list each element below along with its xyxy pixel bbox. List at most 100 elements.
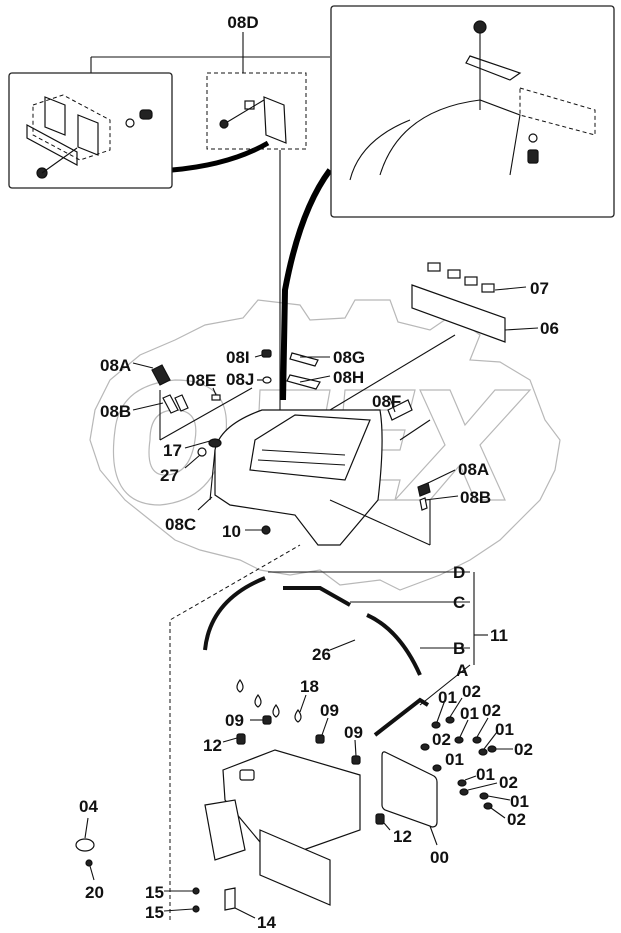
- callout-02: 02: [514, 740, 533, 759]
- leader-line: [163, 908, 194, 912]
- leader-line: [222, 737, 238, 743]
- callout-06: 06: [540, 319, 559, 338]
- switch-panel: 07 06: [329, 262, 559, 411]
- fastener-01: [432, 764, 442, 772]
- part-08B: [419, 497, 428, 511]
- callout-01: 01: [476, 765, 495, 784]
- callout-08A: 08A: [458, 460, 489, 479]
- part-08B: [174, 394, 189, 412]
- switch-cap: [427, 262, 441, 272]
- callout-18: 18: [300, 677, 319, 696]
- bolt-12: [236, 733, 246, 745]
- leader-line: [41, 147, 78, 174]
- tag-icon: [263, 96, 287, 144]
- callout-08H: 08H: [333, 368, 364, 387]
- callout-11: 11: [490, 626, 508, 645]
- clip-18: [254, 693, 262, 708]
- callout-02: 02: [462, 682, 481, 701]
- switch-cap: [464, 276, 478, 286]
- detail-pointer-arc: [171, 140, 270, 173]
- callout-01: 01: [445, 750, 464, 769]
- leader-line: [467, 782, 498, 791]
- callout-12: 12: [203, 736, 222, 755]
- leader-line: [223, 99, 265, 125]
- console-small-parts: [151, 349, 431, 535]
- callout-17: 17: [163, 441, 182, 460]
- side-cover-assembly: 01 02 01 02 02 01 02 01 01 02 01 02 00: [381, 682, 533, 867]
- detail-pointer-arc: [280, 168, 333, 401]
- bolt-icon: [527, 149, 539, 164]
- callout-08G: 08G: [333, 348, 365, 367]
- callout-08F: 08F: [372, 392, 401, 411]
- fastener-02: [420, 743, 430, 751]
- callout-10: 10: [222, 522, 241, 541]
- detail-left: [8, 72, 173, 189]
- fastener-01: [478, 748, 488, 756]
- loose-parts: 04 20 15 15 14: [75, 797, 276, 932]
- side-cover-00: [381, 751, 438, 828]
- fastener-group: [420, 716, 497, 810]
- detail-frame: [206, 72, 307, 150]
- leader-line: [436, 699, 446, 723]
- leader-line: [476, 717, 489, 738]
- frame-bracket: [204, 799, 246, 861]
- callout-01: 01: [510, 792, 529, 811]
- console-edge: [209, 449, 216, 501]
- console-body: [209, 409, 383, 546]
- part-08A: [417, 482, 431, 497]
- leader-line: [299, 694, 307, 713]
- leader-line: [197, 496, 213, 511]
- fastener-01: [454, 736, 464, 744]
- callout-02: 02: [432, 730, 451, 749]
- callout-08A: 08A: [100, 356, 131, 375]
- leader-line: [132, 402, 164, 411]
- frame-hatch: [239, 769, 255, 781]
- leader-line: [321, 717, 329, 736]
- fastener-01: [431, 721, 441, 729]
- part-08E: [211, 394, 221, 401]
- callout-08B: 08B: [100, 402, 131, 421]
- callout-00: 00: [430, 848, 449, 867]
- bolt-09: [315, 734, 325, 744]
- callout-01: 01: [495, 720, 514, 739]
- callout-02: 02: [482, 701, 501, 720]
- callout-02: 02: [507, 810, 526, 829]
- callout-08J: 08J: [226, 370, 254, 389]
- fastener-02: [459, 788, 469, 796]
- switch-cap: [481, 283, 495, 293]
- fastener-02: [483, 802, 493, 810]
- trim-A: [373, 697, 430, 737]
- watermark-gear: [89, 299, 561, 591]
- part-17: [208, 438, 222, 448]
- bolt-12: [375, 813, 385, 825]
- tray-rib: [261, 449, 346, 456]
- bracket-outline: [32, 94, 111, 161]
- fastener-02: [487, 745, 497, 753]
- leader-line: [429, 825, 438, 846]
- leader-line: [184, 440, 211, 449]
- part-08F: [387, 399, 413, 421]
- frame-bracket: [259, 829, 331, 906]
- clip-icon: [244, 100, 255, 110]
- switch-panel-body: [411, 284, 506, 343]
- tray-rib: [257, 459, 346, 466]
- leader-line: [89, 865, 95, 881]
- leader-line: [389, 397, 396, 413]
- bolt-09: [351, 755, 361, 765]
- clip-18: [272, 703, 280, 718]
- callout-08C: 08C: [165, 515, 196, 534]
- leader-line: [504, 327, 539, 331]
- leader-line: [487, 795, 511, 801]
- console-tray: [249, 414, 371, 481]
- floor-frame: [222, 749, 361, 861]
- leader-line: [494, 286, 527, 291]
- leader-line: [419, 664, 471, 706]
- callout-02: 02: [499, 773, 518, 792]
- callout-08B: 08B: [460, 488, 491, 507]
- leader-line: [329, 334, 456, 411]
- leader-line: [449, 697, 463, 718]
- part-08I: [261, 349, 272, 358]
- fastener-01: [479, 792, 489, 800]
- detail-connector-lines: [90, 32, 333, 420]
